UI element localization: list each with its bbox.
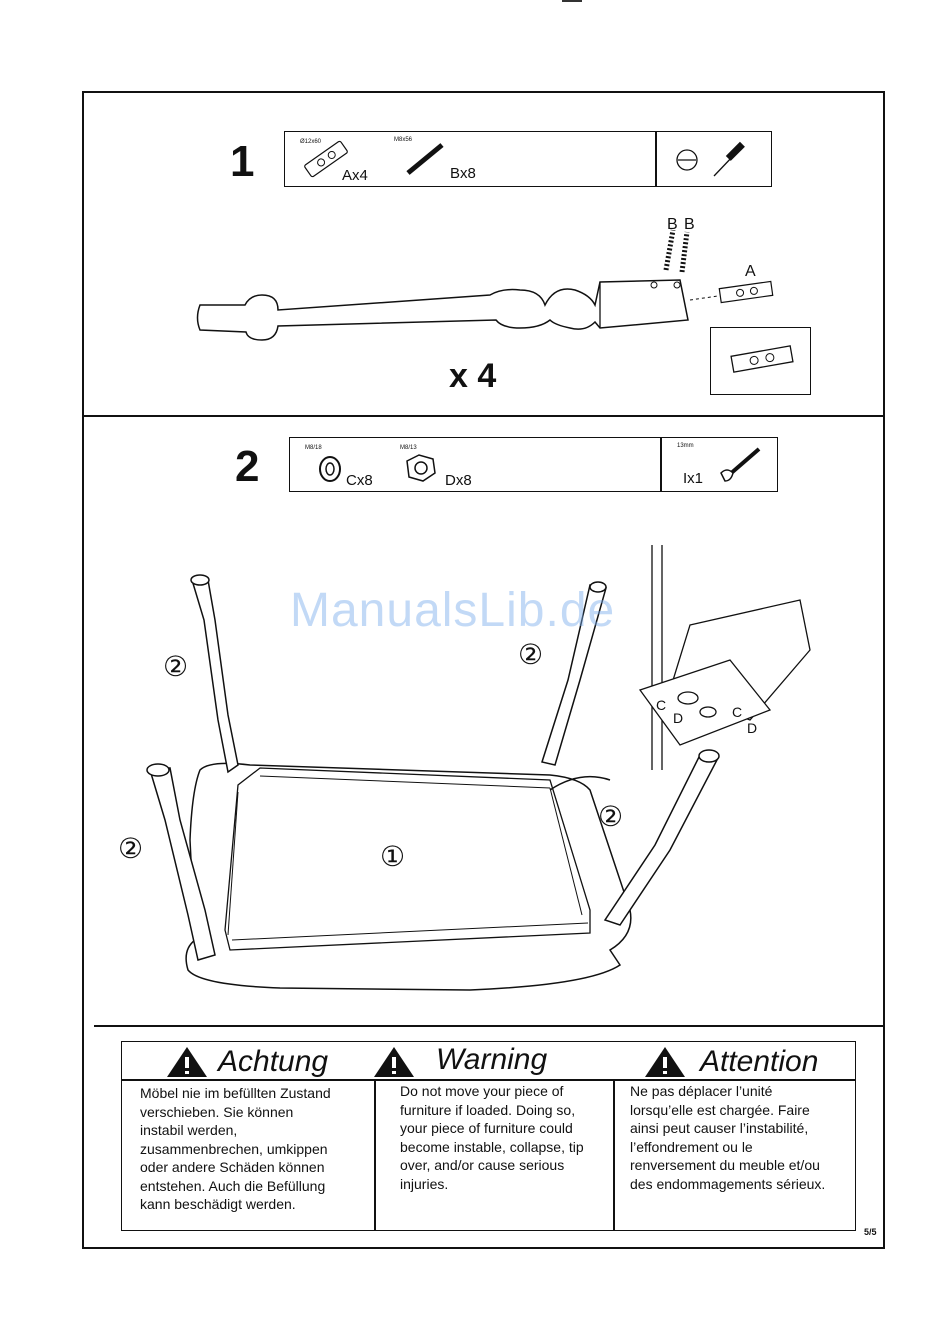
part-spec: 13mm: [677, 443, 694, 449]
part-quantity: Cx8: [346, 472, 373, 489]
step-number: 1: [230, 137, 255, 186]
table-callout: ①: [380, 841, 406, 872]
hex-nut-icon: [406, 454, 436, 482]
parts-box: [289, 437, 778, 492]
part-spec: Ø12x60: [300, 139, 322, 145]
part-quantity: Ix1: [683, 470, 704, 487]
screwdriver-slot-icon: [676, 149, 698, 171]
detail-callout: D: [747, 720, 758, 736]
leg-callout: ②: [598, 801, 624, 832]
parts-box-divider: [660, 438, 662, 491]
warning-heading-en: Warning: [436, 1043, 548, 1076]
table-assembly-diagram: [146, 545, 811, 991]
washer-icon: [319, 456, 341, 482]
part-quantity: Bx8: [450, 165, 476, 182]
page-number: 5/5: [864, 1227, 877, 1237]
warning-column-divider: [613, 1079, 615, 1230]
screw-icon: [406, 143, 444, 175]
quantity-multiplier: x 4: [449, 357, 497, 395]
warning-header-line: [122, 1079, 855, 1081]
callout-label: B: [684, 216, 695, 233]
leg-callout: ②: [518, 639, 544, 670]
detail-callout: D: [673, 710, 684, 726]
callout-label: A: [745, 263, 756, 280]
leg-callout: ②: [118, 833, 144, 864]
part-quantity: Ax4: [342, 167, 368, 184]
bracket-plate-icon: [304, 140, 348, 178]
detail-callout: C: [732, 704, 743, 720]
page-frame: [82, 91, 885, 1249]
top-mark: [562, 0, 582, 2]
step-divider-1: [84, 415, 884, 417]
detail-callout: C: [656, 697, 667, 713]
warning-triangle-icon: [167, 1047, 207, 1077]
warning-triangle-icon: [645, 1047, 685, 1077]
part-spec: M8/13: [400, 445, 417, 451]
parts-box: [284, 131, 772, 187]
leg-diagram: [196, 229, 774, 341]
part-spec: M8/18: [305, 445, 322, 451]
bracket-plate-icon: [730, 345, 794, 373]
warning-heading-fr: Attention: [700, 1045, 819, 1078]
warning-triangle-icon: [374, 1047, 414, 1077]
part-quantity: Dx8: [445, 472, 472, 489]
warning-text-de: Möbel nie im befüllten Zustand verschieb…: [140, 1085, 331, 1212]
wrench-icon: [720, 447, 761, 482]
step1-part-icons: [304, 140, 745, 178]
detail-inset: [710, 327, 811, 395]
warning-column-divider: [374, 1079, 376, 1230]
warning-text-en: Do not move your piece of furniture if l…: [400, 1083, 584, 1192]
leg-callout: ②: [163, 651, 189, 682]
step-number: 2: [235, 442, 260, 491]
warning-heading-de: Achtung: [218, 1045, 329, 1078]
warning-text-fr: Ne pas déplacer l’unité lorsqu’elle est …: [630, 1083, 826, 1192]
parts-box-divider: [655, 132, 657, 186]
step-divider-2: [94, 1025, 884, 1027]
callout-label: B: [667, 216, 678, 233]
warning-box: [121, 1041, 856, 1231]
watermark: ManualsLib.de: [290, 584, 616, 637]
screwdriver-icon: [713, 141, 745, 177]
part-spec: M8x56: [394, 137, 413, 143]
step2-part-icons: [319, 447, 761, 482]
